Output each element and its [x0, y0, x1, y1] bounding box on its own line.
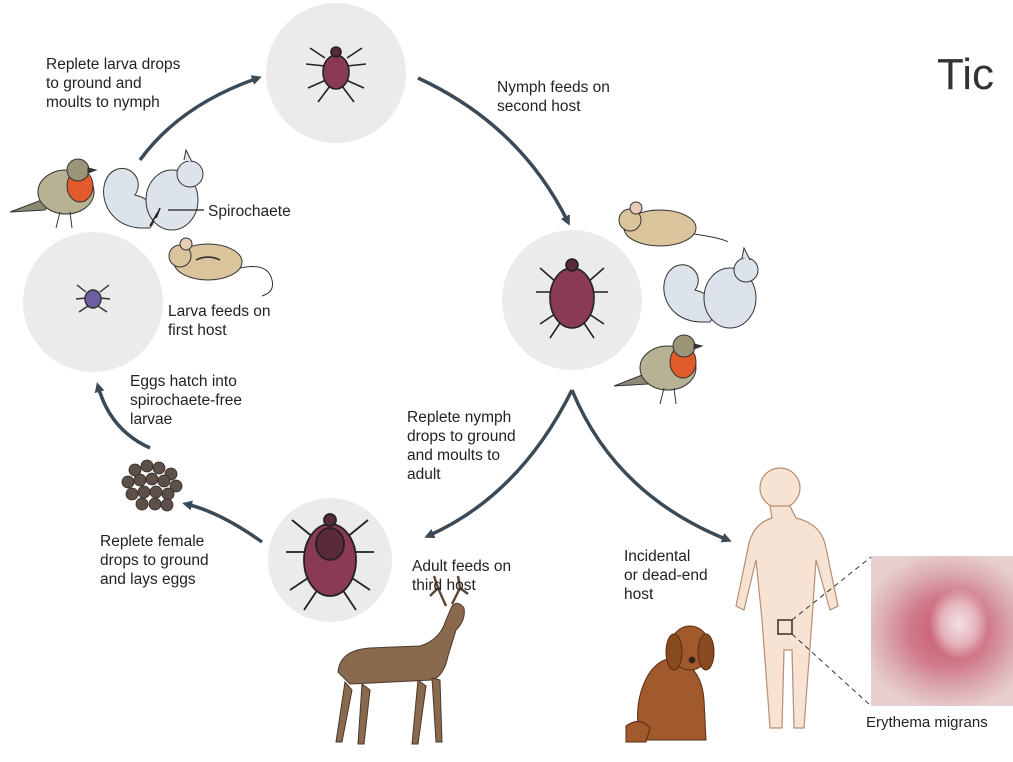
label-spirochaete: Spirochaete: [208, 202, 291, 221]
mouse-icon-right: [619, 202, 728, 246]
egg-cluster-icon: [122, 460, 182, 511]
label-nymph-feeds: Nymph feeds on second host: [497, 78, 610, 116]
label-erythema-migrans: Erythema migrans: [866, 714, 988, 731]
robin-icon-right: [614, 335, 702, 404]
erythema-migrans-photo: [871, 556, 1013, 706]
label-larva-feeds: Larva feeds on first host: [168, 302, 271, 340]
label-incidental-host: Incidental or dead-end host: [624, 547, 708, 604]
squirrel-icon-right: [664, 248, 758, 328]
page-title: Tic: [937, 50, 994, 100]
arrow-to-incidental-host: [572, 390, 728, 540]
label-eggs-hatch: Eggs hatch into spirochaete-free larvae: [130, 372, 242, 429]
label-female-drops: Replete female drops to ground and lays …: [100, 532, 209, 589]
label-nymph-drops: Replete nymph drops to ground and moults…: [407, 408, 516, 484]
dog-icon: [626, 626, 714, 742]
robin-icon-left: [10, 159, 96, 228]
squirrel-icon-left: [104, 150, 203, 230]
mouse-icon-left: [169, 238, 273, 296]
label-larva-drops: Replete larva drops to ground and moults…: [46, 55, 180, 112]
human-body-icon: [736, 468, 838, 728]
label-adult-feeds: Adult feeds on third host: [412, 557, 511, 595]
